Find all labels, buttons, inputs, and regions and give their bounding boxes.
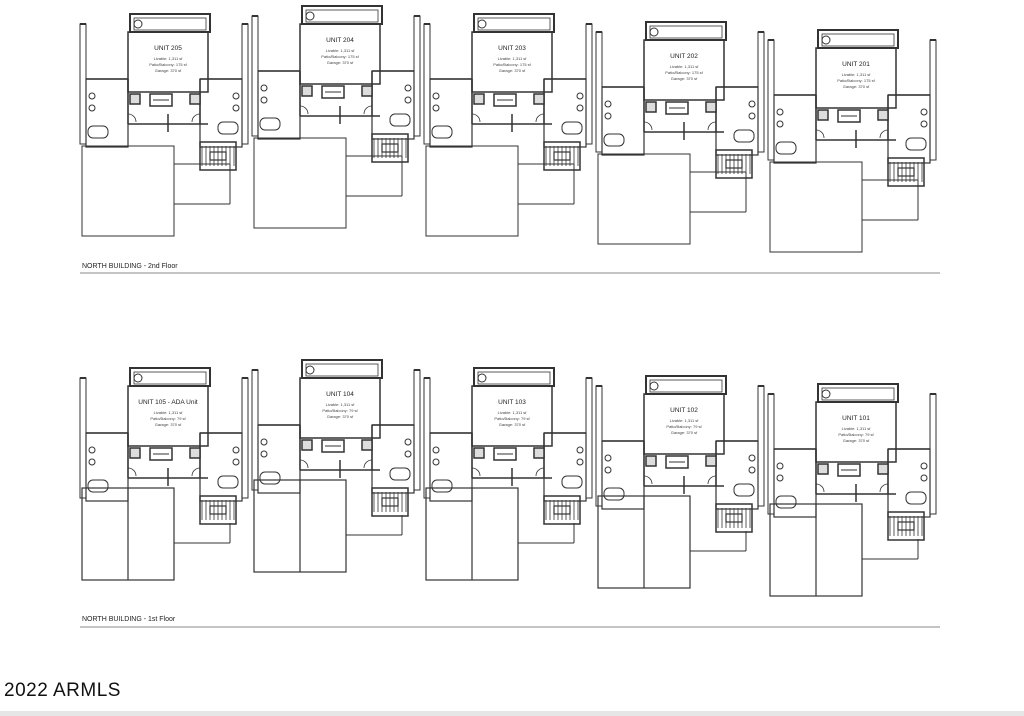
unit-area-line: Patio/Balcony: 175 sf <box>321 54 359 59</box>
unit-area-line: Livable: 1,311 sf <box>498 56 528 61</box>
unit-area-line: Patio/Balcony: 79 sf <box>322 408 358 413</box>
unit-area-line: Livable: 1,311 sf <box>842 72 872 77</box>
unit-area-line: Garage: 370 sf <box>499 422 526 427</box>
unit-area-line: Garage: 370 sf <box>155 68 182 73</box>
unit-name: UNIT 104 <box>326 391 354 398</box>
unit-area-line: Patio/Balcony: 79 sf <box>838 432 874 437</box>
unit-area-line: Livable: 1,311 sf <box>326 48 356 53</box>
floor-label: NORTH BUILDING - 1st Floor <box>82 616 176 623</box>
unit-area-line: Patio/Balcony: 175 sf <box>493 62 531 67</box>
unit-area-line: Livable: 1,311 sf <box>670 64 700 69</box>
floor-label: NORTH BUILDING - 2nd Floor <box>82 263 178 270</box>
unit-area-line: Garage: 370 sf <box>155 422 182 427</box>
unit-name: UNIT 202 <box>670 53 698 60</box>
unit-area-line: Garage: 370 sf <box>671 76 698 81</box>
unit-area-line: Garage: 370 sf <box>327 414 354 419</box>
unit-area-line: Livable: 1,311 sf <box>498 410 528 415</box>
unit-name: UNIT 203 <box>498 45 526 52</box>
unit-name: UNIT 204 <box>326 37 354 44</box>
unit-area-line: Patio/Balcony: 175 sf <box>665 70 703 75</box>
unit-area-line: Garage: 370 sf <box>671 430 698 435</box>
unit-area-line: Livable: 1,311 sf <box>154 56 184 61</box>
unit-name: UNIT 201 <box>842 61 870 68</box>
unit-area-line: Garage: 370 sf <box>499 68 526 73</box>
unit-area-line: Livable: 1,311 sf <box>326 402 356 407</box>
unit-name: UNIT 105 - ADA Unit <box>138 399 198 406</box>
copyright-watermark: 2022 ARMLS <box>4 680 121 701</box>
unit-area-line: Patio/Balcony: 79 sf <box>494 416 530 421</box>
unit-name: UNIT 205 <box>154 45 182 52</box>
unit-area-line: Garage: 370 sf <box>843 84 870 89</box>
unit-area-line: Patio/Balcony: 175 sf <box>149 62 187 67</box>
unit-area-line: Patio/Balcony: 79 sf <box>666 424 702 429</box>
unit-name: UNIT 103 <box>498 399 526 406</box>
unit-area-line: Livable: 1,311 sf <box>842 426 872 431</box>
unit-name: UNIT 102 <box>670 407 698 414</box>
unit-area-line: Livable: 1,311 sf <box>154 410 184 415</box>
unit-area-line: Livable: 1,311 sf <box>670 418 700 423</box>
unit-area-line: Patio/Balcony: 79 sf <box>150 416 186 421</box>
unit-area-line: Garage: 370 sf <box>327 60 354 65</box>
unit-area-line: Patio/Balcony: 175 sf <box>837 78 875 83</box>
unit-area-line: Garage: 370 sf <box>843 438 870 443</box>
unit-name: UNIT 101 <box>842 415 870 422</box>
bottom-edge <box>0 711 1024 716</box>
